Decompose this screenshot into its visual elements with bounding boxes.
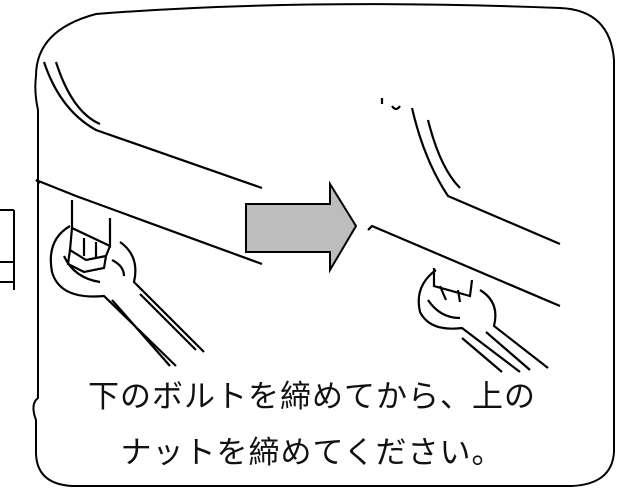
right-scene [367,98,561,373]
left-edge-piece [0,209,15,290]
lower-bar-left [35,178,263,266]
wrench-icon-right [417,269,549,373]
instruction-line-2: ナットを締めてください。 [120,435,504,471]
upper-tube-right [410,107,561,246]
wrench-icon [49,225,205,367]
upper-tube-left [42,61,263,190]
callout-frame [32,3,615,487]
right-arrow-icon [245,180,358,274]
instruction-line-1: 下のボルトを締めてから、上の [88,379,536,415]
bolt-icon [66,200,112,274]
nut-icon [432,268,474,303]
lower-bar-right [367,224,561,308]
left-scene [35,61,263,367]
